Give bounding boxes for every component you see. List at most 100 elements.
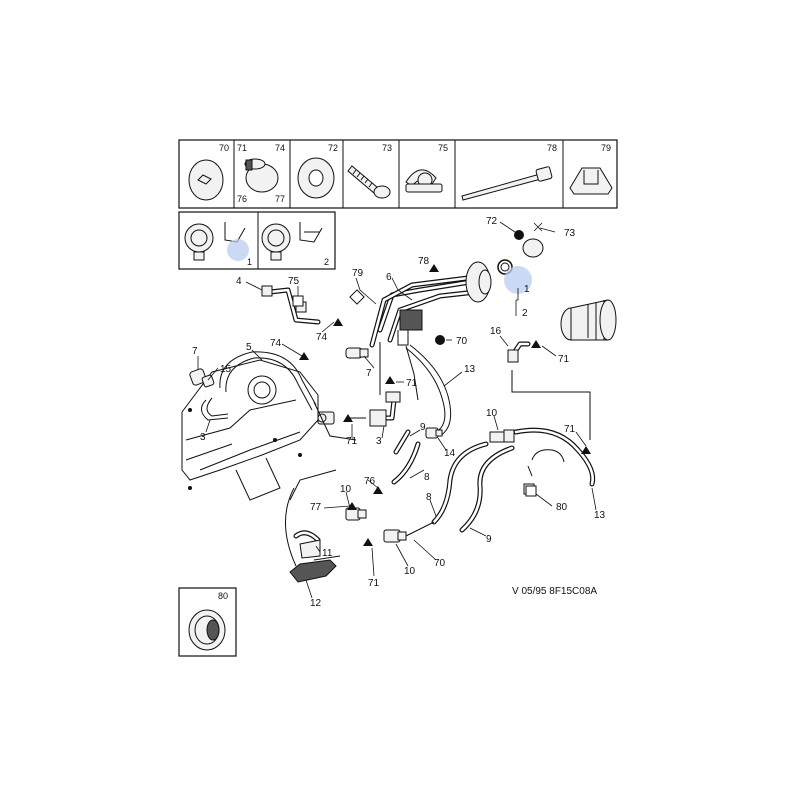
callout-2: 2: [522, 308, 528, 319]
feed-lines: [289, 342, 419, 501]
pump-unit: [285, 487, 341, 583]
callout-3-center: 3: [376, 436, 382, 447]
bracket-clip-icon: [569, 167, 613, 195]
callout-10-lower: 10: [404, 566, 416, 577]
legend-detail: 1 2: [178, 211, 336, 270]
callout-74-upper: 74: [316, 332, 328, 343]
legend-label-78: 78: [547, 143, 557, 153]
callout-7-left: 7: [192, 346, 198, 357]
callout-70-lower: 70: [434, 558, 446, 569]
legend-label-73: 73: [382, 143, 392, 153]
legend-top: 70 71 74 76 77 72 73: [178, 139, 618, 209]
cable-tie-icon: [461, 166, 553, 201]
legend-cell-71-74-76-77: 71 74 76 77: [237, 143, 285, 204]
legend-label-76: 76: [237, 194, 247, 204]
legend-cell-79: 79: [569, 143, 613, 195]
callout-70-upper: 70: [456, 336, 468, 347]
legend-label-71: 71: [237, 143, 247, 153]
callout-71-center: 71: [406, 378, 418, 389]
legend-cell-70: 70: [188, 143, 229, 201]
legend-detail-label-2: 2: [324, 257, 329, 267]
callout-71-tank: 71: [346, 436, 358, 447]
legend-cell-73: 73: [347, 143, 392, 199]
marker-dots: [292, 289, 537, 497]
highlight-marker: [227, 239, 249, 261]
callout-13-upper: 13: [464, 364, 476, 375]
callout-71-filter: 71: [558, 354, 570, 365]
marker-triangles: [299, 264, 591, 546]
legend-cell-75: 75: [405, 143, 448, 193]
flat-washer-icon: [188, 159, 224, 201]
callout-71-right: 71: [564, 424, 576, 435]
legend-detail-label-1: 1: [247, 257, 252, 267]
clamp-7-center: [345, 347, 369, 359]
hose-9-upper: [393, 427, 443, 455]
hose-13-right: [489, 370, 596, 487]
callout-13-lower: 13: [594, 510, 606, 521]
legend-label-77: 77: [275, 194, 285, 204]
legend-label-79: 79: [601, 143, 611, 153]
callout-9-lower: 9: [486, 534, 492, 545]
callout-4: 4: [236, 276, 242, 287]
hose-5: [219, 351, 317, 411]
legend-label-70: 70: [219, 143, 229, 153]
legend-detail-cell-1: 1: [184, 222, 252, 267]
callout-14: 14: [444, 448, 456, 459]
tank-connector: [317, 411, 335, 425]
callout-80-inline: 80: [556, 502, 568, 513]
legend-cell-72: 72: [297, 143, 338, 199]
cap-washer-icon: [522, 238, 544, 258]
legend-detail-cell-2: 2: [261, 222, 329, 267]
hose-clip-icon: [405, 169, 443, 193]
callout-76: 76: [364, 476, 376, 487]
legend-bottom: 80: [178, 587, 237, 657]
callout-75: 75: [288, 276, 300, 287]
clamp-7-left: [189, 368, 215, 388]
reference-code: V 05/95 8F15C08A: [512, 586, 597, 597]
elbow-3-left: [201, 397, 229, 421]
leader-lines: [197, 221, 597, 599]
hose-8-lower: [431, 441, 489, 525]
legend-label-74: 74: [275, 143, 285, 153]
callout-1: 1: [524, 284, 530, 295]
callout-10-right: 10: [486, 408, 498, 419]
hose-4: [261, 285, 321, 325]
legend-bottom-label-80: 80: [218, 591, 228, 601]
hose-9-lower: [459, 445, 515, 533]
callout-15: 15: [220, 364, 232, 375]
callout-3-left: 3: [200, 432, 206, 443]
elbow-3: [369, 391, 401, 427]
callout-16: 16: [490, 326, 502, 337]
filler-neck-assembly: [369, 222, 544, 348]
hose-13-upper: [405, 344, 452, 437]
callout-71-lower: 71: [368, 578, 380, 589]
callout-74-lower: 74: [270, 338, 282, 349]
callout-73: 73: [564, 228, 576, 239]
callout-8-lower: 8: [426, 492, 432, 503]
callout-11: 11: [322, 548, 333, 559]
callout-79: 79: [352, 268, 364, 279]
callout-7-center: 7: [366, 368, 372, 379]
legend-label-72: 72: [328, 143, 338, 153]
callout-9-upper: 9: [420, 422, 426, 433]
callout-78: 78: [418, 256, 430, 267]
callout-6: 6: [386, 272, 392, 283]
grommet-icon: [188, 609, 226, 651]
callout-8-upper: 8: [424, 472, 430, 483]
screw-icon: [347, 165, 391, 199]
highlight-marker: [504, 266, 532, 294]
callout-5: 5: [246, 342, 252, 353]
callout-12: 12: [310, 598, 322, 609]
hose-8-upper: [391, 441, 421, 485]
canister-valve-icon: [399, 309, 423, 331]
hose-16: [507, 341, 531, 363]
fuel-filter: [560, 299, 617, 341]
fuel-tank-outline: [181, 359, 319, 501]
callout-labels: 72 73 1 2 78 79 6 70 4 75 74 16 71 7 15 …: [192, 216, 606, 609]
callout-77: 77: [310, 502, 322, 513]
callout-72: 72: [486, 216, 498, 227]
callout-10-mid: 10: [340, 484, 352, 495]
legend-label-75: 75: [438, 143, 448, 153]
main-assembly: 72 73 1 2 78 79 6 70 4 75 74 16 71 7 15 …: [181, 216, 617, 609]
